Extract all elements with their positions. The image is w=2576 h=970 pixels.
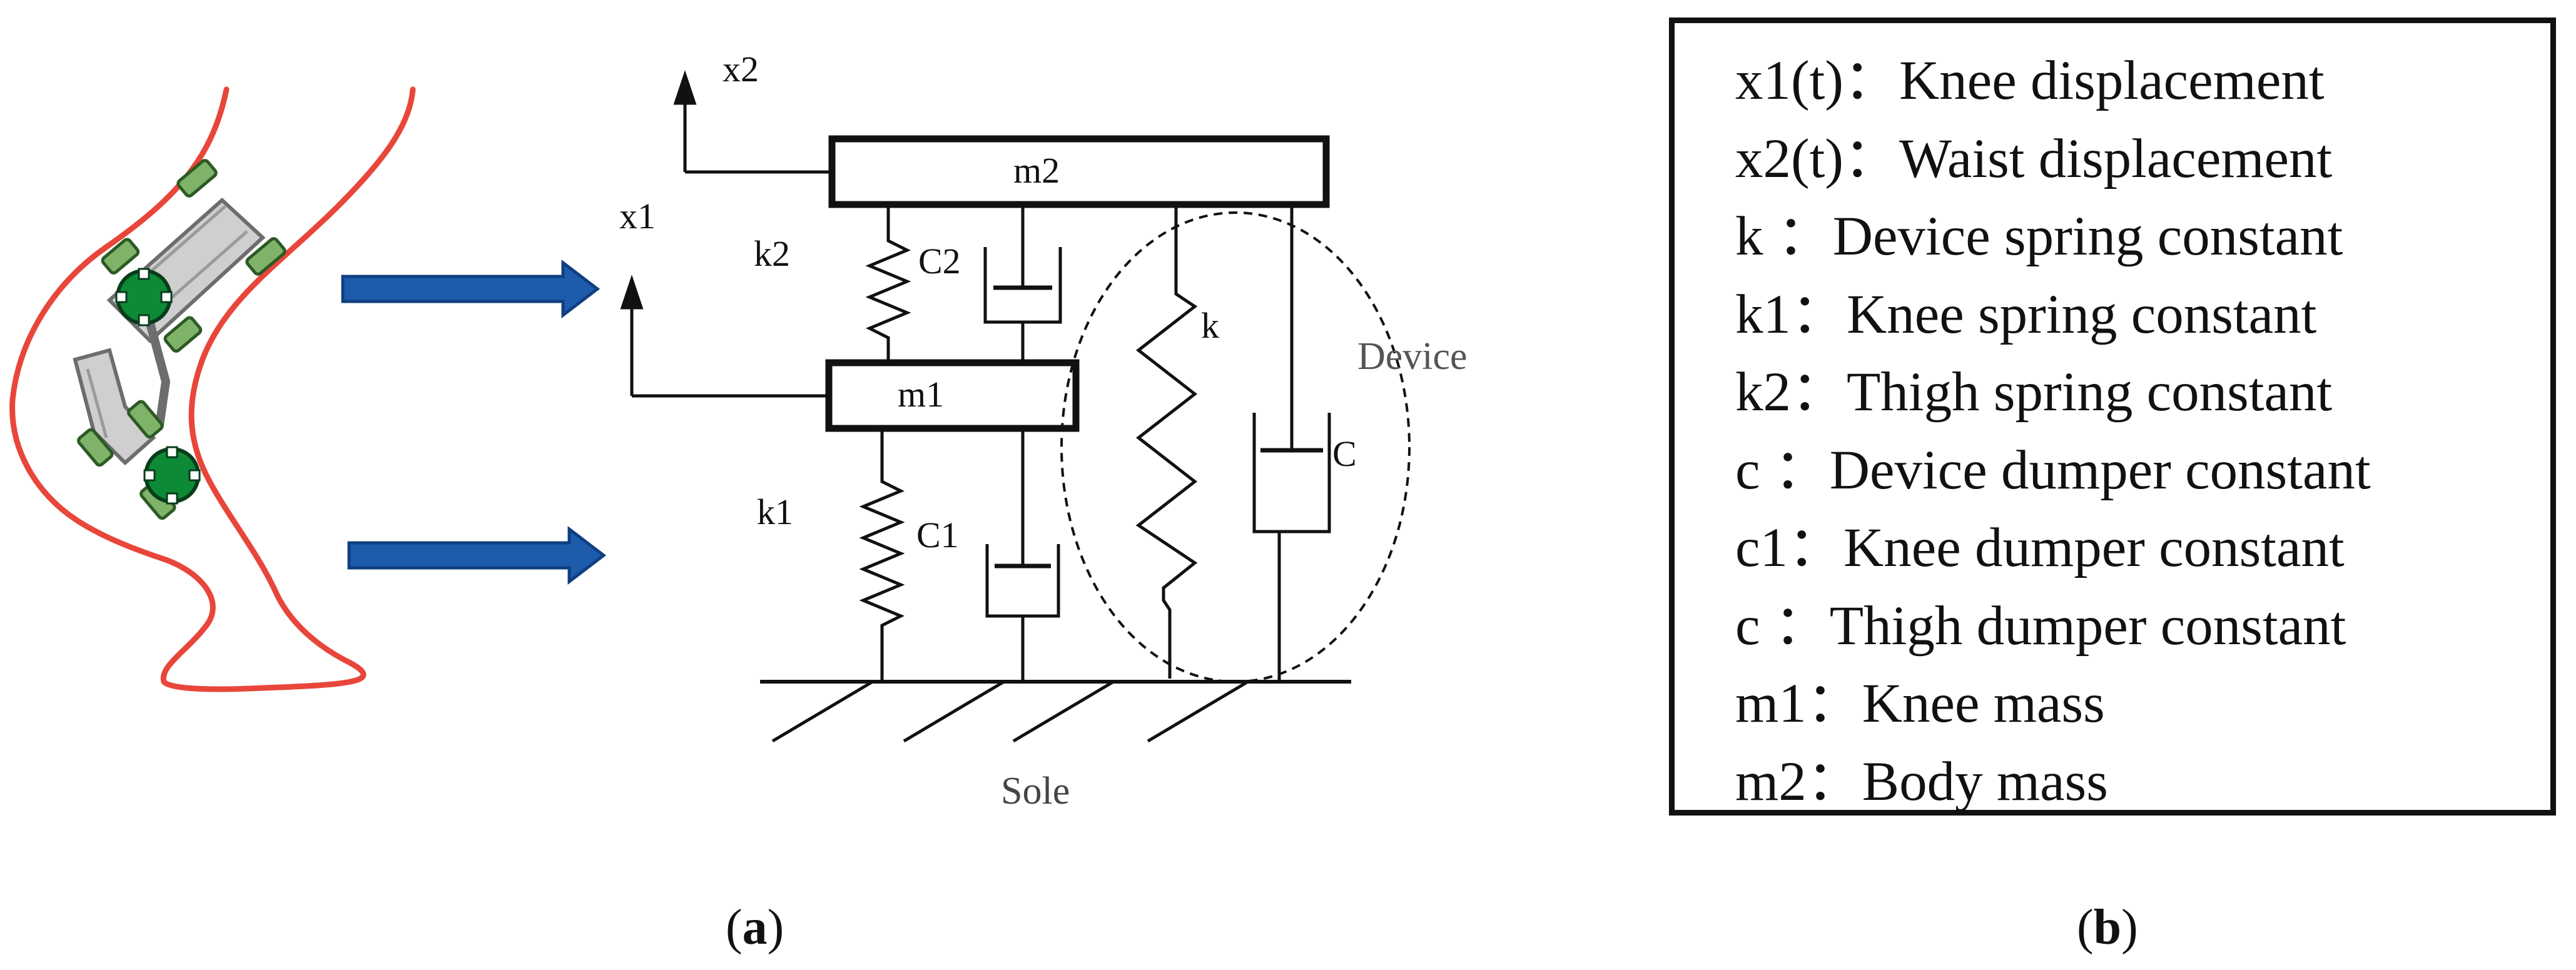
label-m1: m1 — [898, 374, 944, 415]
joint-bottom-icon — [143, 446, 201, 505]
x1-axis-arrow — [620, 275, 829, 398]
legend-item: c1：Knee dumper constant — [1735, 517, 2345, 578]
legend-item: x2(t)：Waist displacement — [1735, 128, 2333, 189]
c1-damper — [985, 428, 1060, 682]
diagram-labels: x2 x1 m2 m1 k2 C2 k1 C1 k C Device Sole — [619, 49, 1468, 812]
device-damper — [1252, 205, 1331, 682]
label-x1: x1 — [619, 196, 656, 236]
caption-a-letter: a — [742, 900, 768, 955]
caption-b: (b) — [2077, 899, 2138, 956]
legend-item: c ：Device dumper constant — [1735, 439, 2371, 501]
label-device: Device — [1357, 335, 1468, 378]
label-c1: C1 — [916, 515, 959, 555]
caption-b-close: ) — [2121, 900, 2138, 955]
m2-mass-block — [828, 135, 1330, 208]
legend-item: m2：Body mass — [1735, 750, 2108, 812]
panel-a-diagram: x2 x1 m2 m1 k2 C2 k1 C1 k C Device Sole — [9, 49, 1468, 812]
k1-spring — [859, 428, 905, 682]
device-spring — [1135, 205, 1198, 679]
brace-link — [139, 296, 171, 430]
legend-item: k1：Knee spring constant — [1735, 283, 2317, 345]
caption-a: (a) — [726, 899, 784, 956]
legend-list: x1(t)：Knee displacement x2(t)：Waist disp… — [1735, 42, 2371, 821]
leg-illustration — [9, 86, 416, 692]
ground-hatching — [771, 680, 1249, 743]
arrow-upper-icon — [341, 259, 601, 319]
label-m2: m2 — [1013, 150, 1060, 191]
arrow-lower-icon — [347, 525, 607, 585]
legend-item: m1：Knee mass — [1735, 673, 2105, 734]
device-boundary — [1060, 211, 1411, 683]
label-c2: C2 — [918, 241, 961, 281]
label-k: k — [1201, 305, 1219, 346]
caption-a-open: ( — [726, 900, 743, 955]
m1-mass-block — [825, 359, 1080, 432]
caption-b-letter: b — [2093, 900, 2122, 955]
legend-item: x1(t)：Knee displacement — [1735, 50, 2325, 111]
label-x2: x2 — [723, 49, 759, 89]
legend-item: k ：Device spring constant — [1735, 206, 2343, 267]
leg-outline-back — [9, 86, 416, 692]
thigh-brace — [101, 159, 287, 353]
joint-top-icon — [115, 268, 173, 326]
label-k2: k2 — [754, 233, 790, 274]
c2-damper — [983, 205, 1062, 363]
caption-a-close: ) — [767, 900, 784, 955]
label-sole: Sole — [1001, 770, 1070, 812]
legend-item: k2：Thigh spring constant — [1735, 361, 2333, 423]
x2-axis-arrow — [673, 70, 829, 174]
mechanical-model — [620, 70, 1411, 743]
legend-box: x1(t)：Knee displacement x2(t)：Waist disp… — [1669, 18, 2556, 816]
legend-item: c ：Thigh dumper constant — [1735, 595, 2346, 657]
caption-b-open: ( — [2077, 900, 2094, 955]
label-c: C — [1332, 433, 1357, 474]
k2-spring — [865, 205, 911, 363]
label-k1: k1 — [757, 492, 793, 532]
